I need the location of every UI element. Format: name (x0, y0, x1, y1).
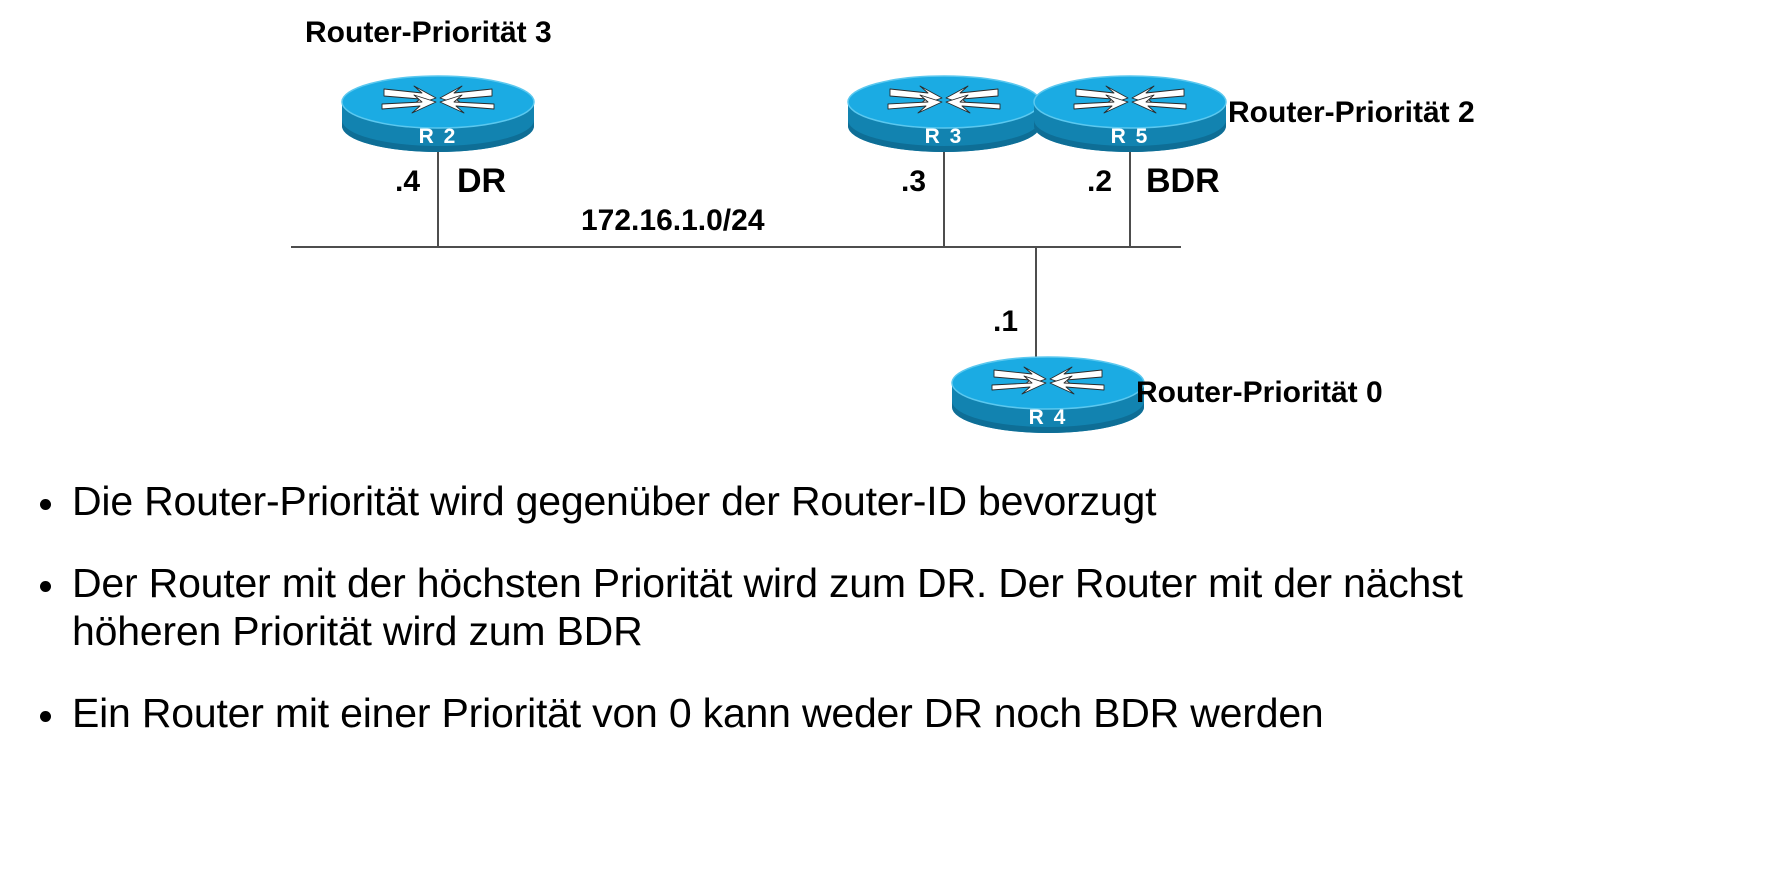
router-arrow-glyph-r4 (991, 366, 1105, 395)
list-item: Der Router mit der höchsten Priorität wi… (0, 560, 1778, 656)
router-icon-r4: R 4 (950, 343, 1146, 433)
router-icon-r3: R 3 (846, 62, 1042, 152)
list-item: Die Router-Priorität wird gegenüber der … (0, 478, 1778, 526)
priority-label-r2: Router-Priorität 3 (305, 16, 552, 49)
router-cylinder-shape-r3 (847, 75, 1041, 152)
router-arrow-glyph-r3 (887, 85, 1001, 114)
bullet-text: Der Router mit der höchsten Priorität wi… (72, 559, 1463, 654)
interface-ip-r3: .3 (901, 165, 927, 198)
bullet-dot-icon (40, 581, 51, 593)
role-label-r2: DR (457, 162, 507, 200)
interface-ip-r4: .1 (993, 305, 1019, 338)
router-cylinder-shape-r4 (951, 356, 1145, 433)
bullet-dot-icon (40, 711, 51, 723)
bullet-list: Die Router-Priorität wird gegenüber der … (0, 478, 1778, 772)
router-arrow-glyph-r2 (381, 85, 495, 114)
list-item: Ein Router mit einer Priorität von 0 kan… (0, 690, 1778, 738)
router-cylinder-shape-r5 (1033, 75, 1227, 152)
router-icon-r2: R 2 (340, 62, 536, 152)
priority-label-r5: Router-Priorität 2 (1228, 96, 1475, 129)
subnet-label: 172.16.1.0/24 (581, 204, 765, 237)
router-icon-r5: R 5 (1032, 62, 1228, 152)
link-line-r3 (943, 140, 945, 248)
bullet-text: Ein Router mit einer Priorität von 0 kan… (72, 689, 1324, 736)
link-line-r5 (1129, 140, 1131, 248)
priority-label-r4: Router-Priorität 0 (1136, 376, 1383, 409)
interface-ip-r5: .2 (1087, 165, 1113, 198)
interface-ip-r2: .4 (395, 165, 421, 198)
router-cylinder-shape-r2 (341, 75, 535, 152)
link-line-r4 (1035, 246, 1037, 366)
ethernet-bus-line (291, 246, 1181, 248)
bullet-text: Die Router-Priorität wird gegenüber der … (72, 478, 1157, 524)
network-topology-diagram: R 2 Router-Priorität 3 .4 DR 172.16.1.0/… (291, 16, 1475, 433)
bullet-dot-icon (40, 499, 51, 511)
role-label-r5: BDR (1146, 162, 1220, 200)
link-line-r2 (437, 140, 439, 248)
router-arrow-glyph-r5 (1073, 85, 1187, 114)
